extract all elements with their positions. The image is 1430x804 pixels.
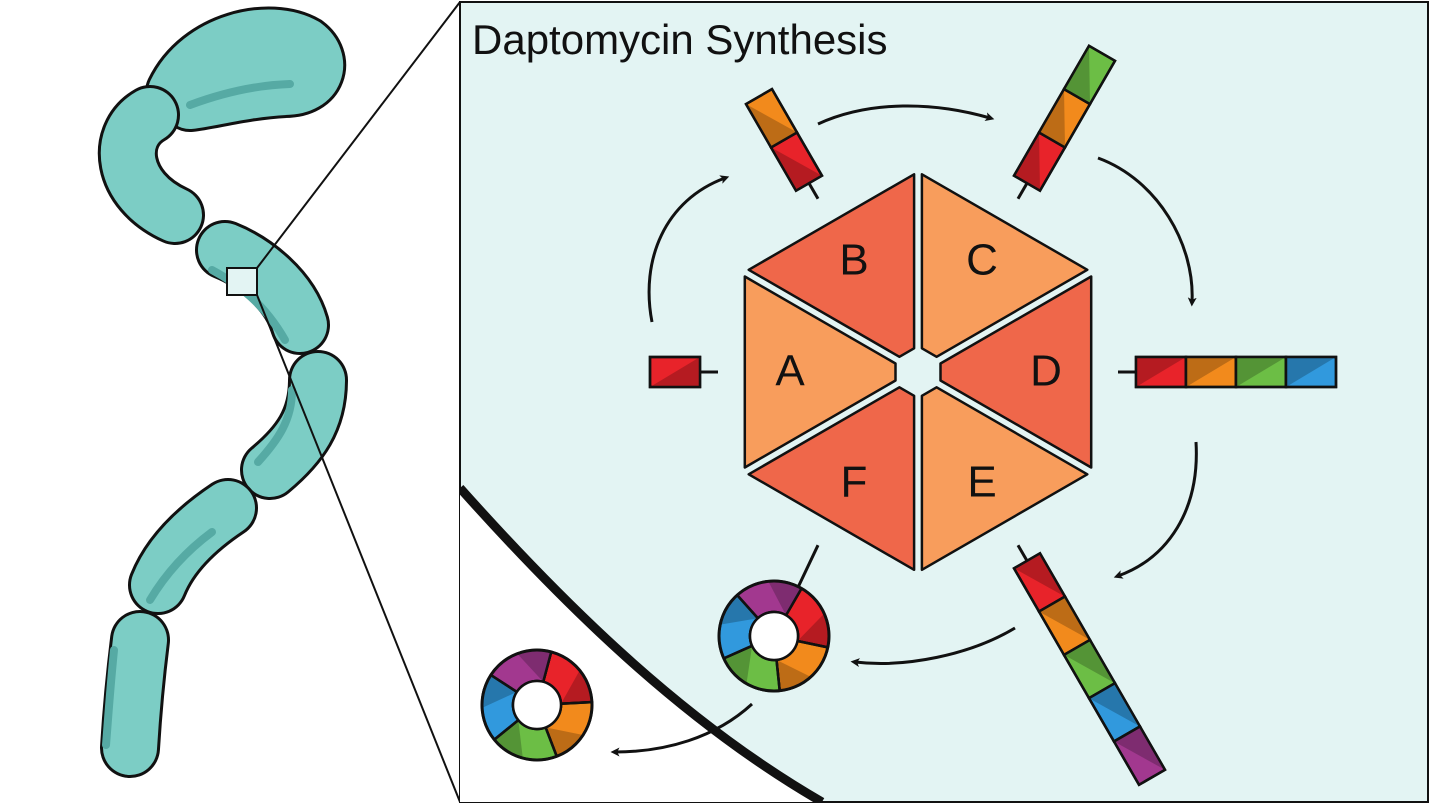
chain-tether	[1016, 182, 1029, 200]
diagram-title: Daptomycin Synthesis	[472, 16, 888, 63]
cyclic-peptide-released	[480, 648, 594, 762]
module-b: B	[747, 173, 916, 359]
cell-membrane	[460, 485, 825, 802]
module-label: D	[1030, 347, 1062, 396]
module-shape	[743, 275, 897, 469]
module-shape	[747, 173, 916, 359]
peptide-chains	[648, 44, 1338, 787]
flow-arrow	[1113, 441, 1198, 579]
cyclic-peptides	[480, 579, 831, 762]
flow-arrow	[647, 175, 730, 323]
zoom-line-top	[256, 1, 461, 269]
module-label: F	[841, 458, 868, 507]
module-label: C	[966, 236, 998, 285]
chain-tether	[807, 182, 820, 200]
peptide-chain	[1012, 44, 1117, 200]
chain-tether	[1016, 544, 1029, 562]
module-label: B	[839, 236, 868, 285]
module-f: F	[747, 386, 916, 572]
module-shape	[920, 173, 1089, 359]
module-d: D	[939, 275, 1093, 469]
flow-arrow	[610, 702, 754, 757]
module-shape	[939, 275, 1093, 469]
flow-arrow	[850, 626, 1016, 668]
flow-arrows	[610, 104, 1198, 757]
module-c: C	[920, 173, 1089, 359]
peptide-chain	[1118, 355, 1338, 389]
bacterium-cell	[97, 85, 205, 245]
nrps-complex: A B C D E F	[743, 173, 1093, 572]
peptide-chain	[1012, 544, 1167, 787]
peptide-chain	[648, 355, 718, 389]
peptide-chain	[744, 87, 824, 200]
module-label: A	[775, 347, 805, 396]
bacterium-cell	[100, 610, 170, 778]
cyclic-peptide-attached	[717, 579, 831, 693]
bacterium-cell	[145, 6, 347, 132]
bacterium-cell	[195, 220, 330, 355]
module-a: A	[743, 275, 897, 469]
module-label: E	[967, 458, 996, 507]
bacterium-cell	[240, 350, 348, 500]
zoom-region-marker	[226, 267, 258, 296]
module-shape	[920, 386, 1089, 572]
bacteria-chain	[97, 6, 348, 778]
bacterium-cell	[128, 478, 258, 615]
module-e: E	[920, 386, 1089, 572]
flow-arrow	[817, 104, 995, 126]
module-shape	[747, 386, 916, 572]
flow-arrow	[1097, 156, 1197, 307]
zoom-line-bottom	[256, 294, 461, 803]
